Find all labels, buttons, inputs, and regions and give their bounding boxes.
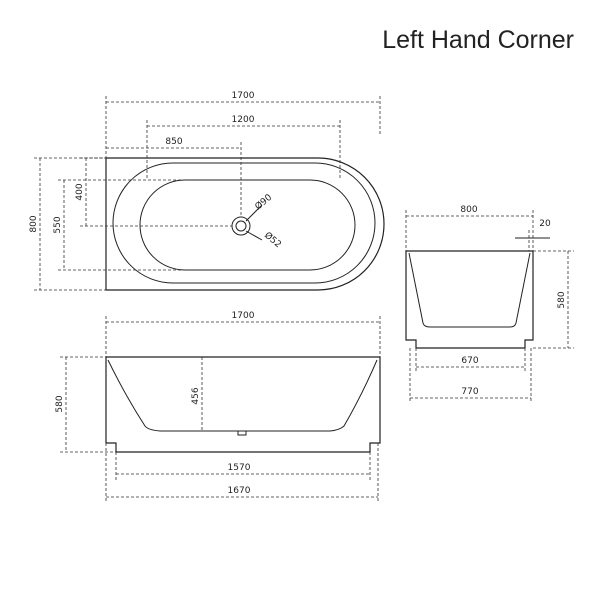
dim-1700-top: 1700 [232,91,255,101]
dim-580-front: 580 [55,395,65,412]
dim-1700-front: 1700 [232,311,255,321]
dim-770: 770 [461,387,478,397]
side-view: 800 20 580 670 770 [405,205,574,403]
side-view-outline [405,250,534,349]
dim-550: 550 [53,216,63,233]
dim-850: 850 [165,137,182,147]
waste-leader [245,230,263,241]
top-view-basin [139,179,356,271]
page-title: Left Hand Corner [382,26,574,54]
dim-580-side: 580 [557,291,567,308]
front-view-inner [107,359,378,432]
overflow-dia-label: Ø90 [253,192,274,213]
top-view-outline [105,157,385,291]
dim-800: 800 [29,215,39,232]
waste-inner-circle [235,220,247,232]
dim-20: 20 [539,219,551,229]
dim-670: 670 [461,356,478,366]
dim-800-side: 800 [460,205,477,215]
waste-dia-label: Ø52 [262,230,283,250]
top-view: Ø90 Ø52 1700 1200 850 800 [29,91,385,291]
dim-1200: 1200 [232,115,255,125]
overflow-leader [245,204,263,222]
front-view-outline [105,356,381,453]
dim-456: 456 [191,387,201,404]
dim-400: 400 [75,183,85,200]
dim-1670: 1670 [228,486,251,496]
top-view-inner-rim [112,162,376,284]
side-view-inner [408,252,531,328]
front-view: 1700 580 456 1570 1670 [55,311,381,502]
front-waste [237,430,247,436]
dim-1570: 1570 [228,463,251,473]
